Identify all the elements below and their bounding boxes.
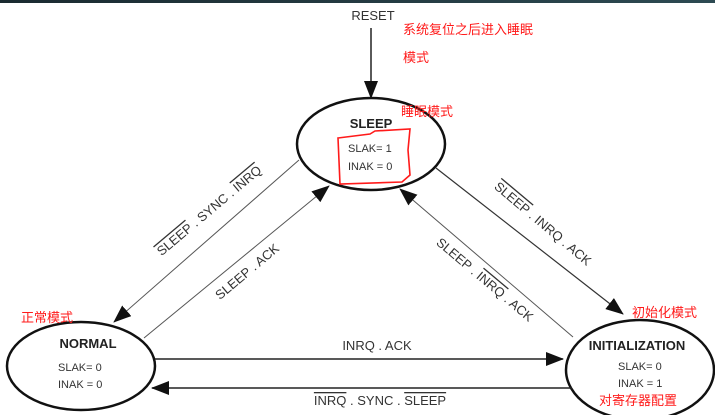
annotation-normal: 正常模式	[21, 311, 73, 326]
inak-value: INAK = 0	[58, 379, 102, 391]
annotation-reset-note: 系统复位之后进入睡眠	[403, 23, 533, 38]
state-name: SLEEP	[350, 116, 393, 131]
label-init-to-normal: INRQ . SYNC . SLEEP	[314, 393, 446, 408]
arrow-init-to-sleep	[399, 188, 574, 338]
state-name: NORMAL	[59, 336, 116, 351]
inak-value: INAK = 0	[348, 161, 392, 173]
label-init-to-sleep: SLEEP . INRQ . ACK	[433, 235, 536, 325]
annotation-reset-note-cont: 模式	[403, 51, 429, 66]
reset-label: RESET	[351, 8, 394, 23]
label-normal-to-sleep: SLEEP . ACK	[212, 240, 282, 302]
annotation-config: 对寄存器配置	[599, 393, 677, 409]
annotation-sleep: 睡眠模式	[401, 105, 453, 120]
slak-value: SLAK= 0	[58, 362, 102, 374]
window-top-bar	[0, 0, 715, 3]
state-initialization: INITIALIZATION SLAK= 0 INAK = 1	[564, 318, 715, 415]
label-normal-to-init: INRQ . ACK	[342, 338, 412, 353]
arrow-sleep-to-init	[435, 167, 624, 315]
state-normal: NORMAL SLAK= 0 INAK = 0	[5, 320, 157, 412]
label-sleep-to-normal: SLEEP . SYNC . INRQ	[154, 162, 265, 258]
inak-value: INAK = 1	[618, 378, 662, 390]
slak-value: SLAK= 0	[618, 361, 662, 373]
arrow-normal-to-sleep	[143, 185, 330, 339]
highlight-box	[337, 128, 411, 185]
state-name: INITIALIZATION	[589, 338, 686, 353]
arrow-sleep-to-normal	[113, 159, 300, 323]
annotation-init: 初始化模式	[632, 306, 697, 321]
slak-value: SLAK= 1	[348, 143, 392, 155]
state-sleep: SLEEP SLAK= 1 INAK = 0	[295, 96, 447, 192]
